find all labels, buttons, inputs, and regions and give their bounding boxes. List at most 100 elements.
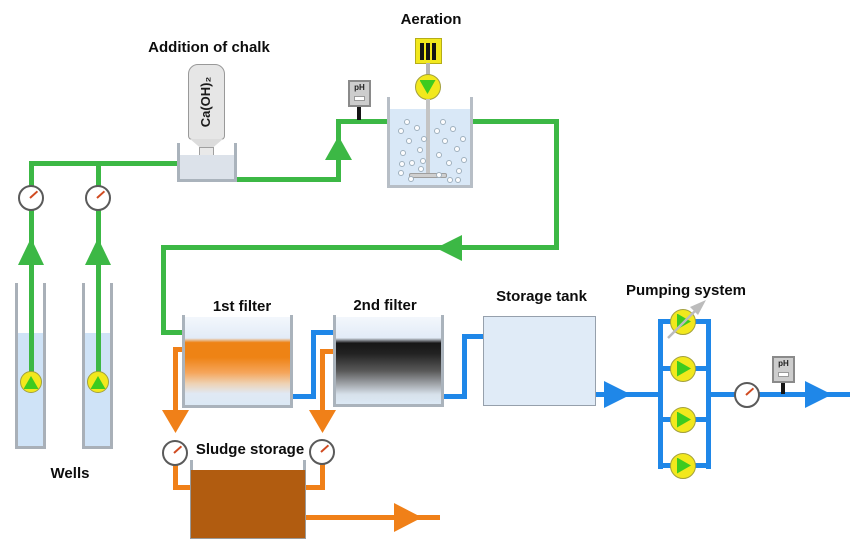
- bubble: [400, 150, 406, 156]
- chalk-tray: [177, 143, 237, 182]
- pump-rotor-icon: [677, 457, 691, 474]
- ph-meter-1-stem: [357, 106, 361, 120]
- bubble: [460, 136, 466, 142]
- pressure-gauge-well1: [18, 185, 44, 211]
- pipe-to-outlet: [758, 392, 850, 397]
- stirrer-shaft: [426, 99, 430, 176]
- pressure-gauge-sludge1: [162, 440, 188, 466]
- label-first-filter: 1st filter: [212, 298, 272, 315]
- pumping-system-pump-4: [670, 453, 696, 479]
- pipe-into-filter1: [161, 330, 185, 335]
- flow-arrow-sludge2-down: [309, 410, 336, 433]
- well-1-pump-icon: [20, 371, 42, 393]
- pump-rotor-icon: [23, 376, 39, 389]
- aeration-pump-icon: [415, 74, 441, 100]
- pipe-wells-to-chalk: [29, 161, 179, 166]
- pump-rotor-icon: [677, 411, 691, 428]
- bubble: [455, 177, 461, 183]
- pipe-filter2-sludge-v: [320, 349, 325, 411]
- pressure-gauge-well2: [85, 185, 111, 211]
- pressure-gauge-outlet: [734, 382, 760, 408]
- bubble: [446, 160, 452, 166]
- ph-meter-label: pH: [354, 83, 365, 92]
- pumping-system-pump-3: [670, 407, 696, 433]
- gauge-needle: [320, 444, 330, 453]
- bubble: [420, 158, 426, 164]
- pipe-return-horizontal: [161, 245, 559, 250]
- bubble: [409, 160, 415, 166]
- bubble: [436, 152, 442, 158]
- pipe-well2-drop: [96, 283, 101, 378]
- bubble: [454, 146, 460, 152]
- bubble: [461, 157, 467, 163]
- pipe-sludge2-to-tank-v: [320, 461, 325, 490]
- well-2-pump-icon: [87, 371, 109, 393]
- pipe-sludge-out: [304, 515, 440, 520]
- bubble: [447, 177, 453, 183]
- bubble: [399, 161, 405, 167]
- ph-meter-2-stem: [781, 382, 785, 394]
- bubble: [442, 138, 448, 144]
- pipe-filter1-sludge-v: [173, 347, 178, 411]
- motor-vent-bar: [432, 42, 436, 60]
- bubble: [418, 166, 424, 172]
- sludge-tank-wall-right: [303, 460, 306, 472]
- pipe-into-aeration: [336, 119, 390, 124]
- pump-rotor-icon: [419, 80, 436, 94]
- bubble: [398, 128, 404, 134]
- pipe-return-down: [554, 119, 559, 250]
- second-filter-media: [336, 317, 441, 404]
- label-aeration: Aeration: [400, 11, 462, 28]
- flow-arrow-return-left: [436, 235, 462, 261]
- label-addition-of-chalk: Addition of chalk: [148, 39, 270, 56]
- gauge-needle: [173, 445, 183, 454]
- first-filter-media: [185, 317, 290, 405]
- ph-meter-display: [778, 372, 789, 377]
- pumping-system-pump-2: [670, 356, 696, 382]
- pipe-well1-drop: [29, 283, 34, 378]
- label-second-filter: 2nd filter: [353, 297, 417, 314]
- motor-vent-bar: [426, 42, 430, 60]
- bubble: [406, 138, 412, 144]
- chalk-tray-fluid: [180, 155, 234, 179]
- second-filter-tank: [333, 315, 444, 407]
- bubble: [414, 125, 420, 131]
- bubble: [421, 136, 427, 142]
- bubble: [404, 119, 410, 125]
- chalk-bottle-shoulder: [190, 139, 223, 148]
- chalk-bottle-label: Ca(OH)₂: [198, 76, 213, 128]
- flow-arrow-well2-up: [85, 238, 111, 265]
- ph-meter-2: pH: [772, 356, 795, 383]
- pipe-manifold-to-gauge: [706, 392, 736, 397]
- pipe-filter1-out: [291, 394, 316, 399]
- manifold-left: [658, 319, 663, 469]
- pipe-filter1-sludge-h: [173, 347, 185, 352]
- flow-arrow-sludge1-down: [162, 410, 189, 433]
- label-storage-tank: Storage tank: [496, 288, 587, 305]
- pipe-aeration-out: [466, 119, 559, 124]
- gauge-needle: [29, 190, 39, 199]
- pipe-filter2-sludge-h: [320, 349, 337, 354]
- flow-arrow-well1-up: [18, 238, 44, 265]
- first-filter-tank: [182, 315, 293, 408]
- bubble: [436, 172, 442, 178]
- bubble: [450, 126, 456, 132]
- label-sludge-storage: Sludge storage: [195, 441, 305, 458]
- pipe-chalk-out: [235, 177, 341, 182]
- aeration-motor-icon: [415, 38, 442, 64]
- bubble: [398, 170, 404, 176]
- pipe-sludge1-to-tank-h: [173, 485, 194, 490]
- pipe-into-storage: [462, 334, 485, 339]
- storage-tank: [483, 316, 596, 406]
- pipe-into-filter2: [311, 330, 337, 335]
- label-pumping-system: Pumping system: [625, 282, 747, 299]
- bubble: [434, 128, 440, 134]
- pipe-filter1-riser: [311, 330, 316, 399]
- flow-arrow-sludge-out: [394, 503, 422, 532]
- gauge-needle: [96, 190, 106, 199]
- sketch-arrow-icon: [667, 300, 706, 339]
- motor-vent-bar: [420, 42, 424, 60]
- sludge-tank: [190, 470, 306, 539]
- pipe-sludge2-to-tank-h: [303, 485, 325, 490]
